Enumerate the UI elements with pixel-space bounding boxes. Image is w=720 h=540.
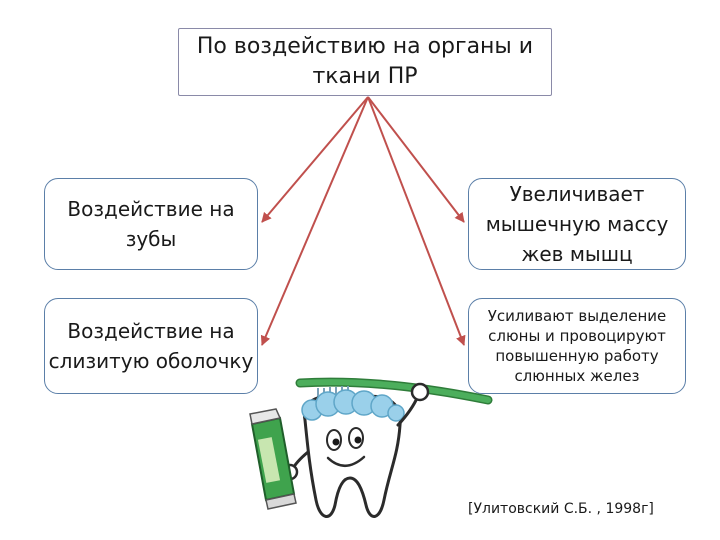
arrow-to-muscle: [367, 96, 465, 223]
effect-on-mucosa-box: Воздействие на слизитую оболочку: [44, 298, 258, 394]
muscle-mass-box: Увеличивает мышечную массу жев мышц: [468, 178, 686, 270]
toothpaste-icon: [249, 408, 297, 510]
tooth-icon: [281, 382, 430, 518]
muscle-mass-text: Увеличивает мышечную массу жев мышц: [485, 182, 669, 266]
effect-on-teeth-text: Воздействие на зубы: [67, 197, 235, 251]
arrow-to-mucosa: [260, 96, 369, 346]
arrow-to-saliva: [367, 96, 466, 346]
toothbrush-icon: [295, 377, 493, 405]
title-text: По воздействию на органы и ткани ПР: [196, 34, 534, 89]
saliva-text: Усиливают выделение слюны и провоцируют …: [487, 307, 667, 385]
saliva-box: Усиливают выделение слюны и провоцируют …: [468, 298, 686, 394]
effect-on-mucosa-text: Воздействие на слизитую оболочку: [48, 319, 254, 373]
effect-on-teeth-box: Воздействие на зубы: [44, 178, 258, 270]
arrow-to-teeth: [261, 96, 369, 223]
title-box: По воздействию на органы и ткани ПР: [178, 28, 552, 96]
citation-text: [Улитовский С.Б. , 1998г]: [468, 501, 654, 517]
